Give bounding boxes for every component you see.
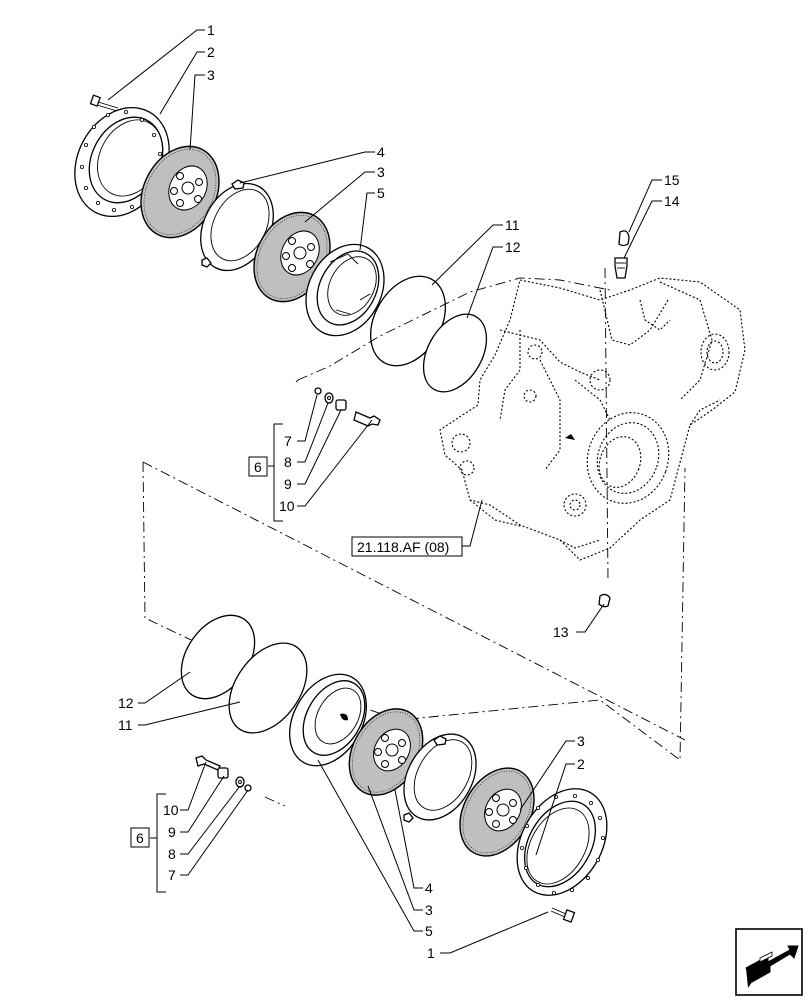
callout-5-lower: 5 <box>425 923 433 939</box>
o-ring-upper-12 <box>422 313 488 393</box>
callout-1-upper: 1 <box>207 22 215 38</box>
callout-8-upper: 8 <box>284 454 292 470</box>
callout-8-lower: 8 <box>168 846 176 862</box>
brake-plate-lower <box>403 733 477 823</box>
transmission-housing <box>439 277 746 561</box>
kit-parts-upper <box>314 387 381 427</box>
callout-11-upper: 11 <box>505 217 520 233</box>
brake-plate-upper <box>200 179 274 272</box>
callout-1-lower: 1 <box>427 945 435 961</box>
callout-15: 15 <box>664 172 680 188</box>
friction-disc-upper-1 <box>140 145 220 239</box>
callout-4-lower: 4 <box>425 880 433 896</box>
leader-lines-lower <box>138 671 575 954</box>
callout-2-upper: 2 <box>207 44 215 60</box>
callout-2-lower: 2 <box>577 756 585 772</box>
reference-label-box[interactable]: 21.118.AF (08) <box>351 536 463 557</box>
friction-disc-lower-2 <box>459 767 535 857</box>
kit-box-upper <box>248 456 268 477</box>
callout-7-upper: 7 <box>284 433 292 449</box>
callout-6-upper: 6 <box>254 459 262 475</box>
callout-13: 13 <box>553 624 569 640</box>
callout-3-upper-b: 3 <box>377 164 385 180</box>
callout-5-upper: 5 <box>377 185 385 201</box>
friction-disc-lower-1 <box>348 708 424 796</box>
callout-3-upper-a: 3 <box>207 67 215 83</box>
callout-3-lower-b: 3 <box>425 902 433 918</box>
flange-plate-lower <box>516 788 608 896</box>
o-ring-lower-11 <box>228 642 308 734</box>
leader-lines-upper <box>107 29 662 633</box>
callout-11-lower: 11 <box>118 717 133 733</box>
next-page-arrow-icon[interactable] <box>735 928 803 996</box>
callout-12-lower: 12 <box>118 695 134 711</box>
dowel-pin-13 <box>598 593 611 608</box>
callout-6-lower: 6 <box>136 830 144 846</box>
bolt-upper <box>89 94 119 112</box>
callout-9-lower: 9 <box>168 824 176 840</box>
kit-box-lower <box>130 827 150 848</box>
callout-7-lower: 7 <box>168 867 176 883</box>
callout-10-upper: 10 <box>279 498 295 514</box>
callout-4-upper: 4 <box>377 144 385 160</box>
callout-14: 14 <box>664 193 680 209</box>
callout-10-lower: 10 <box>163 802 179 818</box>
reference-label[interactable]: 21.118.AF (08) <box>357 539 449 555</box>
piston-upper <box>305 243 385 337</box>
plugs-upper-right <box>614 230 630 279</box>
callout-3-lower-a: 3 <box>577 733 585 749</box>
piston-lower <box>289 673 367 767</box>
callout-9-upper: 9 <box>284 476 292 492</box>
callout-12-upper: 12 <box>505 239 521 255</box>
kit-parts-lower <box>195 755 252 792</box>
bolt-lower <box>550 907 576 923</box>
